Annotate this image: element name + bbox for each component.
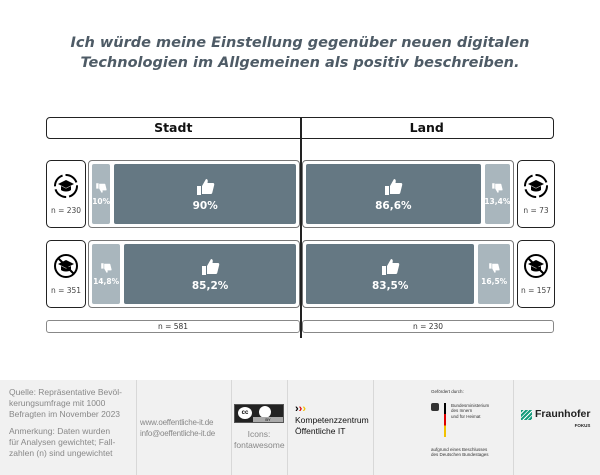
- n-label: n = 157: [520, 286, 552, 295]
- thumbs-down-icon: [489, 263, 500, 273]
- negative-label: 16,5%: [481, 277, 508, 286]
- bar-land: 86,6% 13,4%: [302, 160, 514, 228]
- bar-land: 83,5% 16,5%: [302, 240, 514, 308]
- thumbs-down-icon: [492, 183, 503, 193]
- chart-title: Ich würde meine Einstellung gegenüber ne…: [70, 35, 530, 71]
- no-graduation-cap-icon: [54, 254, 78, 278]
- header-land: Land: [409, 120, 444, 135]
- total-n-stadt: n = 581: [46, 320, 300, 333]
- negative-label: 14,8%: [93, 277, 120, 286]
- positive-label: 86,6%: [375, 199, 412, 212]
- header-stadt: Stadt: [47, 118, 301, 138]
- website-link[interactable]: www.oeffentliche-it.de: [140, 418, 214, 427]
- thumbs-up-icon: [197, 178, 215, 195]
- footer: Quelle: Repräsentative Bevöl-kerungsumfr…: [0, 380, 600, 475]
- positive-bar-stadt: 90%: [114, 164, 296, 224]
- row-icon-box-stadt: n = 351: [46, 240, 86, 308]
- n-label: n = 230: [50, 206, 82, 215]
- negative-label: 13,4%: [484, 197, 510, 206]
- row-icon-box-stadt: n = 230: [46, 160, 86, 228]
- email-link[interactable]: info@oeffentliche-it.de: [140, 429, 215, 438]
- thumbs-down-icon: [96, 183, 107, 193]
- total-n-land: n = 230: [302, 320, 554, 333]
- bar-stadt: 14,8% 85,2%: [88, 240, 300, 308]
- source-text: Quelle: Repräsentative Bevöl-kerungsumfr…: [9, 387, 122, 458]
- fraunhofer-logo: Fraunhofer FOKUS: [521, 409, 590, 431]
- row-icon-box-land: n = 73: [517, 160, 555, 228]
- icons-credit: Icons:fontawesome: [234, 429, 285, 450]
- graduation-cap-icon: [54, 174, 78, 198]
- bar-stadt: 10% 90%: [88, 160, 300, 228]
- positive-bar-land: 86,6%: [306, 164, 481, 224]
- positive-bar-land: 83,5%: [306, 244, 475, 304]
- positive-bar-stadt: 85,2%: [124, 244, 296, 304]
- n-label: n = 351: [50, 286, 82, 295]
- thumbs-up-icon: [202, 258, 220, 275]
- negative-bar-land: 16,5%: [478, 244, 510, 304]
- row-icon-box-land: n = 157: [517, 240, 555, 308]
- negative-bar-land: 13,4%: [484, 164, 510, 224]
- positive-label: 83,5%: [371, 279, 409, 292]
- thumbs-down-icon: [101, 263, 112, 273]
- contact: www.oeffentliche-it.de info@oeffentliche…: [140, 417, 215, 439]
- thumbs-up-icon: [385, 178, 403, 195]
- n-label: n = 73: [523, 206, 549, 215]
- cc-by-logo: cc BY: [234, 404, 284, 423]
- graduation-cap-icon: [524, 174, 548, 198]
- positive-label: 85,2%: [191, 279, 229, 292]
- center-divider: [300, 117, 302, 338]
- negative-label: 10%: [92, 197, 111, 206]
- no-graduation-cap-icon: [524, 254, 548, 278]
- positive-label: 90%: [192, 199, 218, 212]
- thumbs-up-icon: [382, 258, 400, 275]
- negative-bar-stadt: 10%: [92, 164, 111, 224]
- negative-bar-stadt: 14,8%: [92, 244, 121, 304]
